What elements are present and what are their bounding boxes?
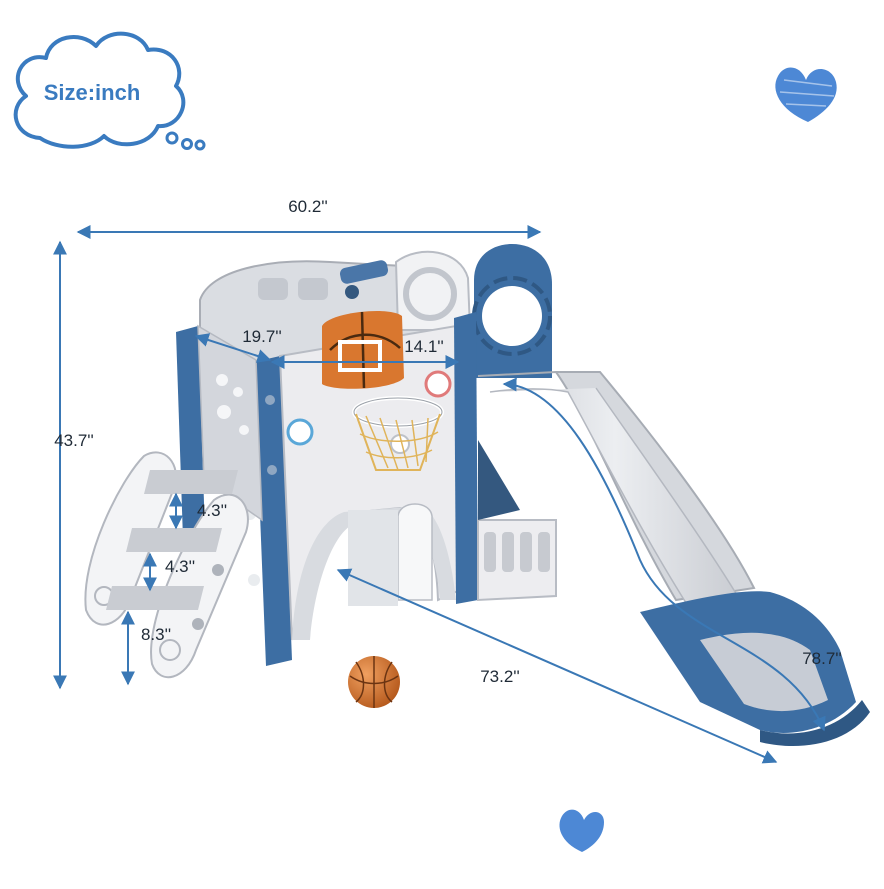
basketball-hoop-net [352, 396, 444, 471]
size-unit-badge: Size:inch [44, 80, 141, 105]
dimension-labels: 60.2'' 43.7'' 19.7'' 14.1'' 4.3'' 4.3'' … [54, 197, 842, 686]
steering-wheel-icon [394, 250, 472, 331]
playset-structure [176, 244, 552, 666]
overall-height-label: 43.7'' [54, 431, 94, 450]
basketball-icon [348, 656, 400, 708]
climbing-ladder [84, 451, 249, 679]
overall-width-label: 60.2'' [288, 197, 328, 216]
heart-doodle-icon [559, 809, 604, 852]
cloud-badge-icon [13, 31, 206, 151]
round-window-panel [472, 244, 552, 378]
slide-length-label: 78.7'' [802, 649, 842, 668]
step-gap-lower-label: 4.3'' [165, 557, 195, 576]
overall-length-label: 73.2'' [480, 667, 520, 686]
step-gap-upper-label: 4.3'' [197, 501, 227, 520]
telescope-icon [339, 260, 389, 299]
platform-depth-label: 19.7'' [242, 327, 282, 346]
heart-doodle-icon [775, 67, 837, 122]
basketball-backboard [322, 311, 404, 389]
side-fence [477, 440, 557, 602]
dimension-lines [53, 225, 826, 764]
platform-width-label: 14.1'' [404, 337, 444, 356]
bottom-step-height-label: 8.3'' [141, 625, 171, 644]
